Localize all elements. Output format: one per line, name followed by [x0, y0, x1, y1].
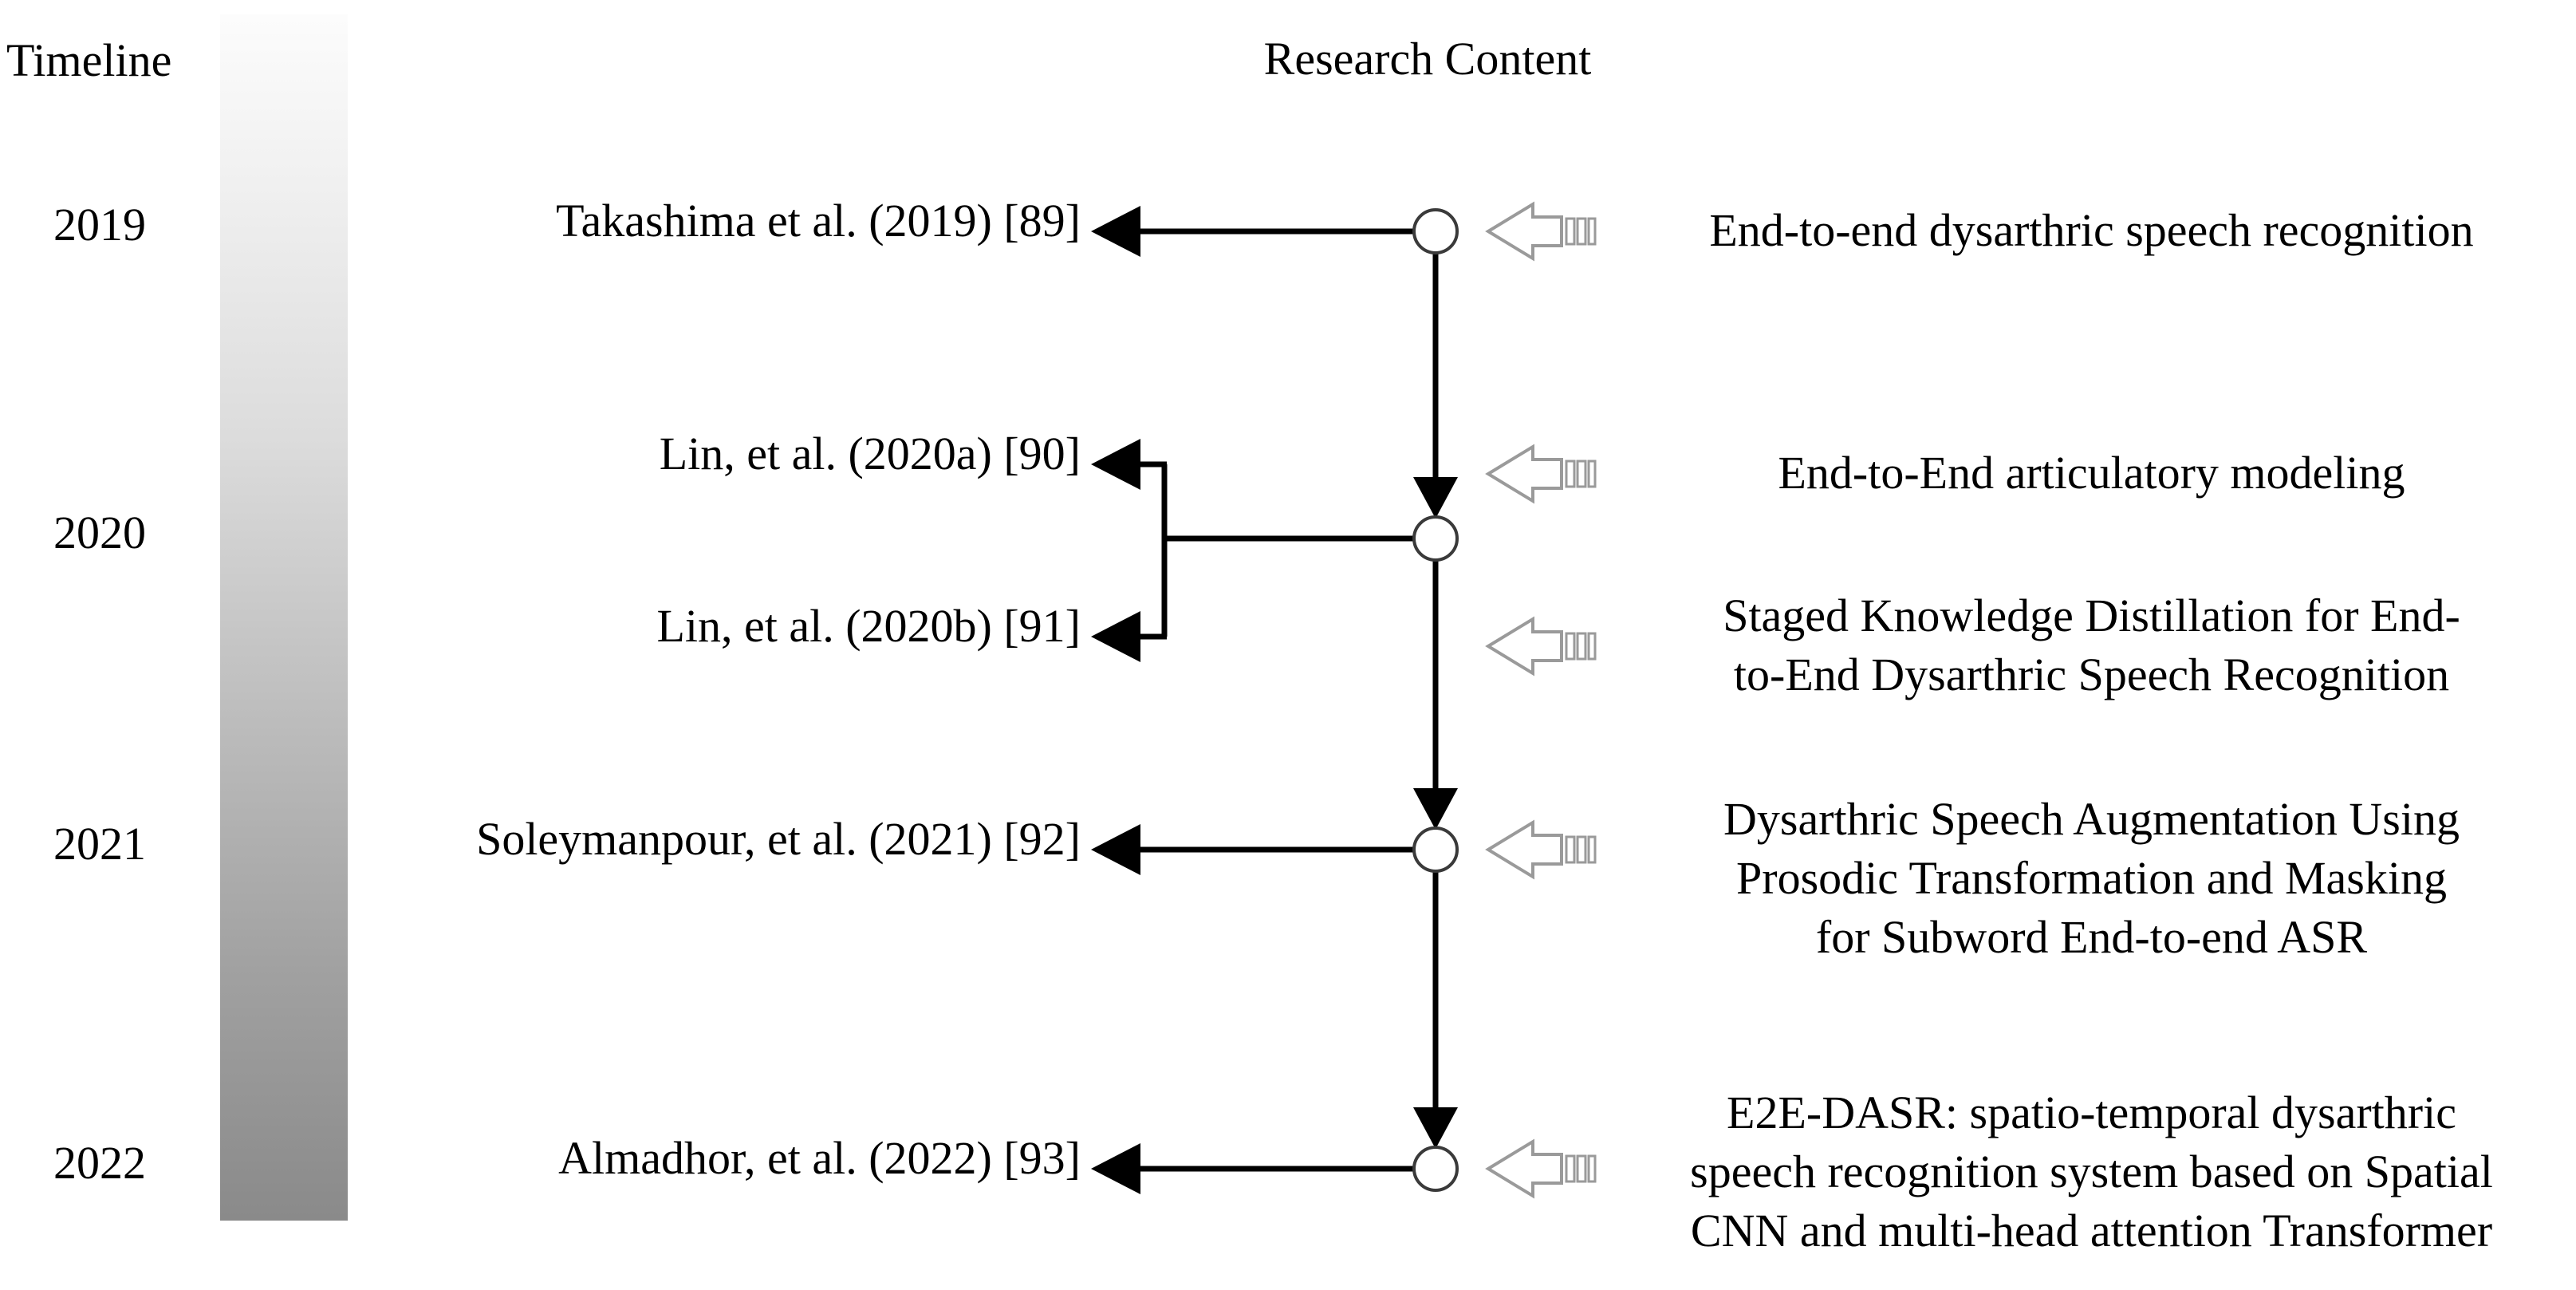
- description-line: End-to-end dysarthric speech recognition: [1709, 204, 2474, 256]
- description-line: CNN and multi-head attention Transformer: [1690, 1205, 2493, 1256]
- reference-label-93[interactable]: Almadhor, et al. (2022) [93]: [558, 1132, 1081, 1184]
- arrow-down-icon-2022: [1413, 1107, 1458, 1149]
- year-label-2021: 2021: [53, 818, 146, 870]
- timeline-node-circle-2020[interactable]: [1412, 515, 1459, 562]
- arrow-down-icon-2020: [1413, 477, 1458, 519]
- arrow-left-icon-2021: [1091, 824, 1140, 875]
- callout-arrow-icon-2020a: [1485, 444, 1597, 504]
- year-label-2022: 2022: [53, 1137, 146, 1189]
- header-research-content: Research Content: [1263, 33, 1592, 85]
- research-description-89: End-to-end dysarthric speech recognition: [1611, 201, 2572, 260]
- reference-label-92[interactable]: Soleymanpour, et al. (2021) [92]: [476, 813, 1081, 865]
- arrow-left-icon-2022: [1091, 1143, 1140, 1194]
- description-line: for Subword End-to-end ASR: [1815, 911, 2368, 963]
- description-line: End-to-End articulatory modeling: [1778, 447, 2405, 499]
- callout-arrow-icon-2021: [1485, 819, 1597, 880]
- arrow-left-icon-2020b: [1091, 611, 1140, 662]
- description-line: Dysarthric Speech Augmentation Using: [1723, 793, 2460, 845]
- description-line: speech recognition system based on Spati…: [1690, 1146, 2493, 1197]
- callout-arrow-icon-2022: [1485, 1138, 1597, 1199]
- timeline-node-circle-2019[interactable]: [1412, 208, 1459, 254]
- year-label-2019: 2019: [53, 199, 146, 251]
- arrow-left-icon-2020a: [1091, 439, 1140, 490]
- research-description-91: Staged Knowledge Distillation for End- t…: [1611, 586, 2572, 704]
- description-line: to-End Dysarthric Speech Recognition: [1733, 649, 2450, 700]
- timeline-gradient-bar: [220, 14, 348, 1221]
- description-line: E2E-DASR: spatio-temporal dysarthric: [1727, 1087, 2456, 1138]
- year-label-2020: 2020: [53, 507, 146, 558]
- callout-arrow-icon-2020b: [1485, 616, 1597, 677]
- description-line: Prosodic Transformation and Masking: [1736, 852, 2447, 904]
- reference-label-90[interactable]: Lin, et al. (2020a) [90]: [659, 428, 1081, 479]
- header-timeline: Timeline: [6, 34, 172, 86]
- research-description-93: E2E-DASR: spatio-temporal dysarthric spe…: [1611, 1083, 2572, 1260]
- reference-label-91[interactable]: Lin, et al. (2020b) [91]: [656, 600, 1081, 652]
- description-line: Staged Knowledge Distillation for End-: [1723, 590, 2460, 641]
- research-description-92: Dysarthric Speech Augmentation Using Pro…: [1611, 790, 2572, 967]
- timeline-node-circle-2022[interactable]: [1412, 1146, 1459, 1192]
- research-description-90: End-to-End articulatory modeling: [1611, 444, 2572, 503]
- timeline-node-circle-2021[interactable]: [1412, 826, 1459, 873]
- arrow-left-icon-2019: [1091, 206, 1140, 257]
- callout-arrow-icon-2019: [1485, 201, 1597, 262]
- arrow-down-icon-2021: [1413, 788, 1458, 830]
- reference-label-89[interactable]: Takashima et al. (2019) [89]: [556, 195, 1081, 247]
